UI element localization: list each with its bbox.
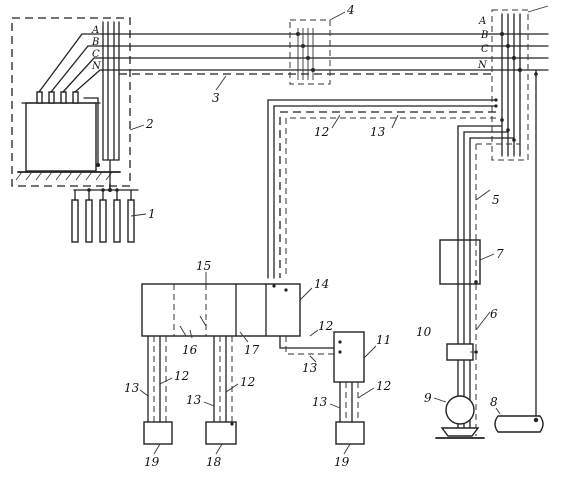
phase-labels-right: A B C N <box>477 16 489 71</box>
pipe-electrode-8 <box>494 415 544 433</box>
receiver-19-right <box>335 421 365 445</box>
switch-device-10 <box>446 343 478 361</box>
phase-label-b: B <box>91 37 99 48</box>
device-11 <box>333 331 365 383</box>
label-12-mid: 12 <box>318 319 333 333</box>
label-18: 18 <box>206 455 222 469</box>
label-13-center: 13 <box>186 393 202 407</box>
label-2: 2 <box>145 117 154 131</box>
transformer-leads <box>38 33 120 93</box>
label-11: 11 <box>376 333 391 347</box>
label-10: 10 <box>416 325 432 339</box>
motor-9 <box>435 395 485 439</box>
substation-bus-bars <box>102 21 120 191</box>
ground-electrodes <box>71 183 139 243</box>
label-6: 6 <box>490 307 498 321</box>
label-4: 4 <box>346 3 355 17</box>
label-5: 5 <box>492 193 500 207</box>
cable-route-12-13 <box>267 98 498 279</box>
phase-label-n: N <box>91 61 102 72</box>
cable-to-19-right <box>339 381 359 423</box>
cable-to-19-left <box>147 335 167 423</box>
label-17: 17 <box>244 343 260 357</box>
label-19-left: 19 <box>144 455 160 469</box>
cable-to-18 <box>213 335 233 423</box>
substation-enclosure <box>11 17 131 187</box>
label-14: 14 <box>314 277 329 291</box>
phase-label-right-n: N <box>477 60 488 71</box>
receiver-19-left <box>143 421 173 445</box>
label-12-right: 12 <box>376 379 391 393</box>
phase-label-right-c: C <box>481 44 489 55</box>
panel-assembly <box>141 283 301 337</box>
receiver-18 <box>205 421 237 445</box>
phase-label-c: C <box>92 49 100 60</box>
label-9: 9 <box>424 391 432 405</box>
junction-box <box>289 11 346 85</box>
phase-label-right-a: A <box>478 16 486 27</box>
label-12-top: 12 <box>314 125 329 139</box>
ground-hatch <box>15 171 121 181</box>
label-13-left: 13 <box>124 381 140 395</box>
transformer <box>21 91 101 172</box>
label-19-right: 19 <box>334 455 350 469</box>
label-12-center: 12 <box>240 375 255 389</box>
label-13-mid: 13 <box>302 361 318 375</box>
distribution-cabinet <box>491 5 549 161</box>
label-12-left: 12 <box>174 369 189 383</box>
label-7: 7 <box>496 247 504 261</box>
cable-to-11 <box>279 335 337 355</box>
label-3: 3 <box>212 91 220 105</box>
label-1: 1 <box>148 207 156 221</box>
label-8: 8 <box>490 395 498 409</box>
main-line-phases <box>102 33 549 71</box>
starter-device-7 <box>439 239 481 285</box>
phase-labels-left: A B C N <box>91 25 102 72</box>
callout-labels: 1 2 3 4 5 6 7 8 9 10 11 12 13 14 15 16 1… <box>124 3 504 469</box>
label-15: 15 <box>196 259 211 273</box>
neutral-down-line <box>534 69 538 421</box>
phase-label-right-b: B <box>480 30 488 41</box>
label-13-right: 13 <box>312 395 328 409</box>
label-16: 16 <box>182 343 198 357</box>
phase-label-a: A <box>91 25 99 36</box>
label-13-top: 13 <box>370 125 386 139</box>
leader-lines <box>129 75 501 455</box>
